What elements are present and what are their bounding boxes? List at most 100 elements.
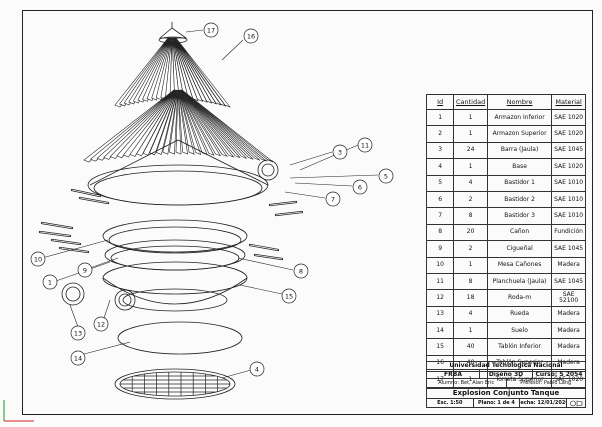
balloon-circle (332, 144, 348, 160)
floor-part (117, 321, 243, 355)
balloon-label: 8 (299, 267, 303, 275)
part-quantity: 2 (453, 240, 488, 258)
title-block: Universidad Tecnologica Nacional FRBA Di… (426, 361, 586, 408)
balloon-label: 13 (74, 329, 82, 337)
balloon-label: 14 (74, 354, 82, 362)
student-name: Alumno: Bet, Alan Eric (427, 379, 507, 387)
cannon-highlight (254, 254, 283, 260)
part-quantity: 8 (453, 272, 488, 291)
part-material: Madera (551, 338, 586, 356)
frame-rings-part (102, 219, 248, 271)
part-name: Bastidor 3 (486, 207, 553, 225)
part-balloon: 4 (249, 361, 265, 377)
part-quantity: 40 (453, 338, 488, 356)
part-balloon: 8 (293, 263, 309, 279)
balloon-label: 3 (338, 148, 342, 156)
balloon-label: 15 (285, 292, 293, 300)
title-block-course-row: FRBA Diseño 3D Curso: S 2054 (426, 370, 586, 379)
balloon-label: 12 (97, 320, 105, 328)
part-id: 8 (425, 223, 455, 242)
part-id: 4 (425, 158, 455, 176)
cannon-highlight (41, 222, 73, 229)
part-name: Base (486, 158, 553, 176)
part-quantity: 1 (453, 125, 488, 143)
balloon-circle (70, 350, 86, 366)
part-material: SAE 1045 (551, 272, 586, 291)
part-material: SAE 1010 (551, 190, 586, 209)
title-block-people-row: Alumno: Bet, Alan Eric Profesor: Pablo L… (426, 379, 586, 388)
balloon-circle (357, 137, 373, 153)
part-name: Barra (Jaula) (486, 141, 553, 160)
part-material: Madera (551, 322, 586, 340)
part-id: 3 (425, 141, 455, 160)
part-id: 12 (425, 289, 455, 307)
part-id: 1 (425, 108, 455, 127)
wheels-part (61, 159, 279, 311)
balloon-circle (77, 262, 93, 278)
part-quantity: 24 (453, 141, 488, 160)
part-balloon: 9 (77, 262, 93, 278)
title-block-university-row: Universidad Tecnologica Nacional (426, 361, 586, 370)
part-name: Bastidor 1 (486, 174, 553, 192)
part-name: Armazon Inferior (486, 108, 553, 127)
part-material: SAE 1045 (551, 141, 586, 160)
cannon-highlight (275, 211, 303, 216)
part-name: Mesa Cañones (486, 256, 553, 274)
balloon-label: 11 (361, 141, 369, 149)
balloon-circle (93, 316, 109, 332)
part-balloon: 17 (203, 22, 219, 38)
part-id: 14 (425, 322, 455, 340)
part-material: SAE 1020 (551, 125, 586, 143)
balloon-label: 17 (207, 26, 215, 34)
balloon-circle (352, 179, 368, 195)
cannons-part (38, 188, 304, 261)
part-balloon: 10 (30, 251, 46, 267)
balloon-label: 10 (34, 255, 42, 263)
part-balloon: 11 (357, 137, 373, 153)
part-name: Suelo (486, 322, 553, 340)
part-balloon: 7 (325, 191, 341, 207)
balloon-circle (325, 191, 341, 207)
cannon-highlight (79, 197, 109, 204)
part-name: Bastidor 2 (486, 190, 553, 209)
balloon-label: 5 (384, 172, 388, 180)
part-quantity: 2 (453, 190, 488, 209)
balloon-circle (30, 251, 46, 267)
balloon-circle (378, 168, 394, 184)
part-id: 13 (425, 305, 455, 324)
drawing-date: Fecha: 12/01/2020 (520, 399, 567, 407)
header-name: Nombre (486, 94, 553, 110)
part-material: SAE 1010 (551, 207, 586, 225)
part-balloon: 13 (70, 325, 86, 341)
cannon-highlight (39, 231, 71, 237)
cannon-highlight (269, 201, 297, 206)
part-balloon: 16 (243, 28, 259, 44)
cannon-highlight (51, 239, 81, 245)
upper-planks-part (83, 37, 274, 163)
university-name: Universidad Tecnologica Nacional (449, 362, 563, 369)
part-quantity: 1 (453, 108, 488, 127)
balloon-circle (42, 274, 58, 290)
subject-name: Diseño 3D (480, 370, 533, 378)
part-name: Armazon Superior (486, 125, 553, 143)
part-balloon: 15 (281, 288, 297, 304)
balloon-circle (293, 263, 309, 279)
origin-axes (3, 400, 34, 422)
cage-part (87, 139, 269, 206)
course-code: Curso: S 2054 (535, 370, 583, 378)
part-name: Cigueñal (486, 240, 553, 258)
part-material: Fundición (551, 223, 586, 242)
